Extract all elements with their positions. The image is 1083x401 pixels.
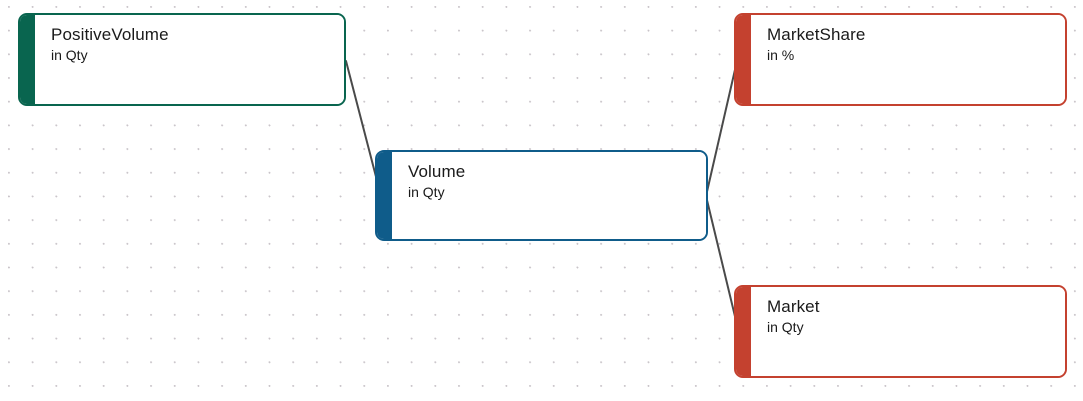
- node-title: PositiveVolume: [51, 25, 169, 44]
- node-subtitle: in Qty: [51, 47, 88, 63]
- node-body: MarketShare in %: [751, 15, 1065, 104]
- node-subtitle: in %: [767, 47, 795, 63]
- node-market[interactable]: Market in Qty: [734, 285, 1067, 378]
- edge-volume-to-market-share: [705, 60, 738, 197]
- node-body: PositiveVolume in Qty: [35, 15, 344, 104]
- node-volume[interactable]: Volume in Qty: [375, 150, 708, 241]
- node-body: Market in Qty: [751, 287, 1065, 376]
- node-subtitle: in Qty: [408, 184, 445, 200]
- node-accent-bar-blue: [377, 152, 392, 239]
- node-title: Market: [767, 297, 820, 316]
- node-market-share[interactable]: MarketShare in %: [734, 13, 1067, 106]
- node-accent-bar-red: [736, 287, 751, 376]
- node-positive-volume[interactable]: PositiveVolume in Qty: [18, 13, 346, 106]
- node-subtitle: in Qty: [767, 319, 804, 335]
- node-title: Volume: [408, 162, 466, 181]
- node-body: Volume in Qty: [392, 152, 706, 239]
- node-accent-bar-red: [736, 15, 751, 104]
- node-title: MarketShare: [767, 25, 866, 44]
- node-accent-bar-green: [20, 15, 35, 104]
